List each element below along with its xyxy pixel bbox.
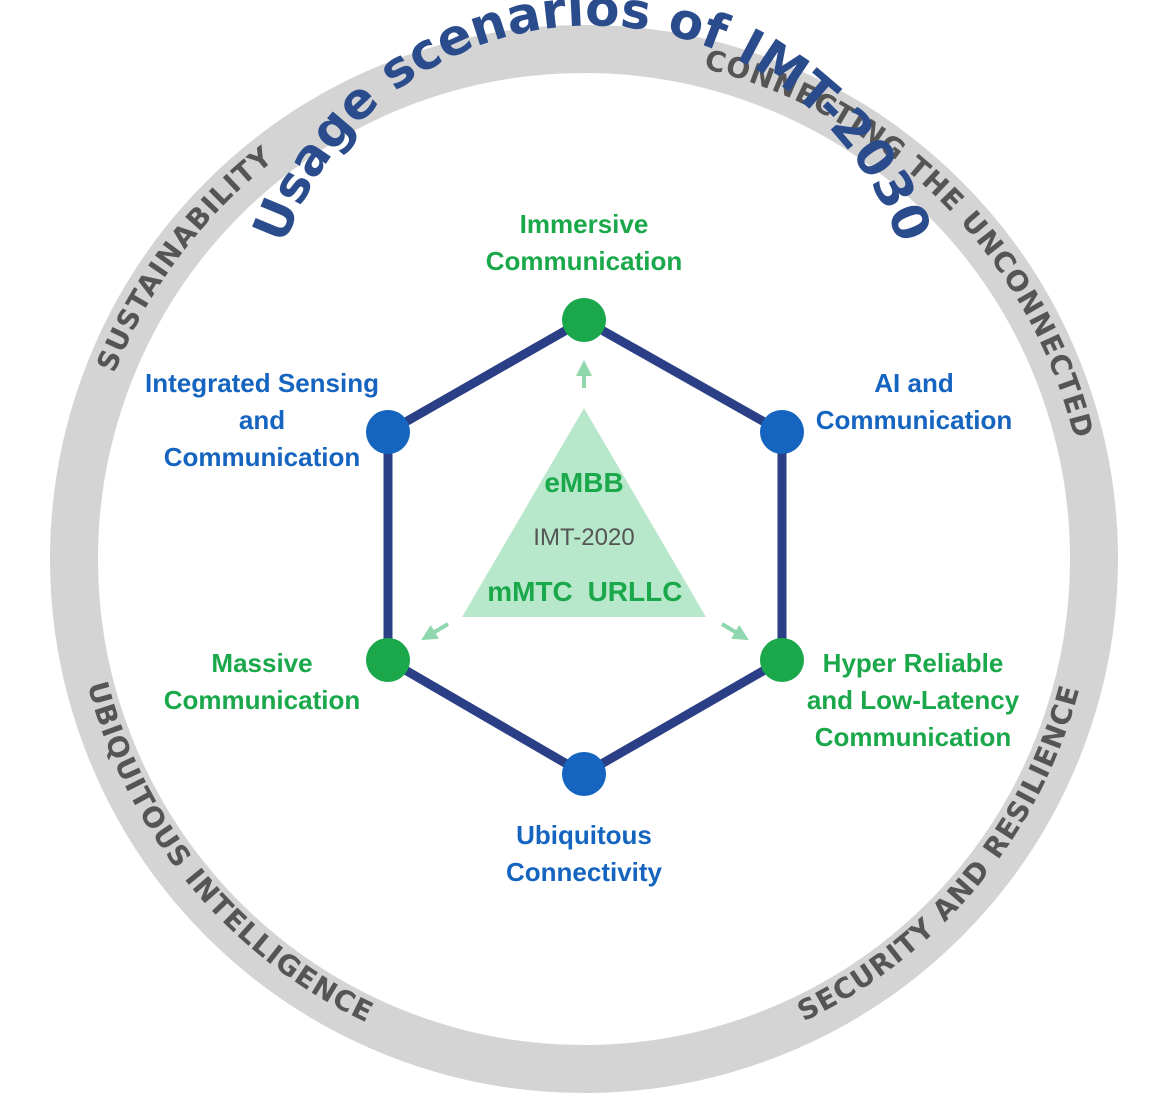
svg-text:Communication: Communication — [816, 405, 1012, 435]
node-ai-communication — [760, 410, 804, 454]
mmtc-label: mMTC — [487, 576, 573, 607]
node-hyper-reliable — [760, 638, 804, 682]
ring-label-ubiquitous-intelligence: UBIQUITOUS INTELLIGENCE — [81, 678, 379, 1030]
embb-label: eMBB — [544, 467, 623, 498]
imt-2020-triangle — [462, 408, 706, 617]
label-hyper-reliable: Hyper Reliable and Low-Latency Communica… — [807, 648, 1020, 752]
svg-text:and: and — [239, 405, 285, 435]
arrow-to-hyper-reliable — [720, 622, 749, 641]
svg-text:Communication: Communication — [486, 246, 682, 276]
svg-text:AI and: AI and — [874, 368, 953, 398]
label-ubiquitous-connectivity: Ubiquitous Connectivity — [506, 820, 663, 887]
imt-2020-label: IMT-2020 — [533, 524, 634, 551]
arrow-to-massive — [421, 622, 450, 641]
svg-text:Massive: Massive — [211, 648, 312, 678]
node-massive-communication — [366, 638, 410, 682]
svg-text:Communication: Communication — [164, 442, 360, 472]
svg-text:Immersive: Immersive — [520, 209, 649, 239]
svg-text:Communication: Communication — [815, 722, 1011, 752]
node-integrated-sensing — [366, 410, 410, 454]
svg-text:Hyper Reliable: Hyper Reliable — [823, 648, 1004, 678]
svg-text:Communication: Communication — [164, 685, 360, 715]
node-immersive-communication — [562, 298, 606, 342]
svg-text:Integrated Sensing: Integrated Sensing — [145, 368, 379, 398]
urllc-label: URLLC — [588, 576, 683, 607]
ring-label-sustainability: SUSTAINABILITY — [90, 139, 279, 376]
label-massive-communication: Massive Communication — [164, 648, 360, 715]
svg-text:Connectivity: Connectivity — [506, 857, 663, 887]
node-ubiquitous-connectivity — [562, 752, 606, 796]
svg-text:Ubiquitous: Ubiquitous — [516, 820, 652, 850]
svg-text:and Low-Latency: and Low-Latency — [807, 685, 1020, 715]
label-integrated-sensing: Integrated Sensing and Communication — [145, 368, 379, 472]
label-ai-communication: AI and Communication — [816, 368, 1012, 435]
outer-ring — [50, 25, 1118, 1093]
label-immersive-communication: Immersive Communication — [486, 209, 682, 276]
